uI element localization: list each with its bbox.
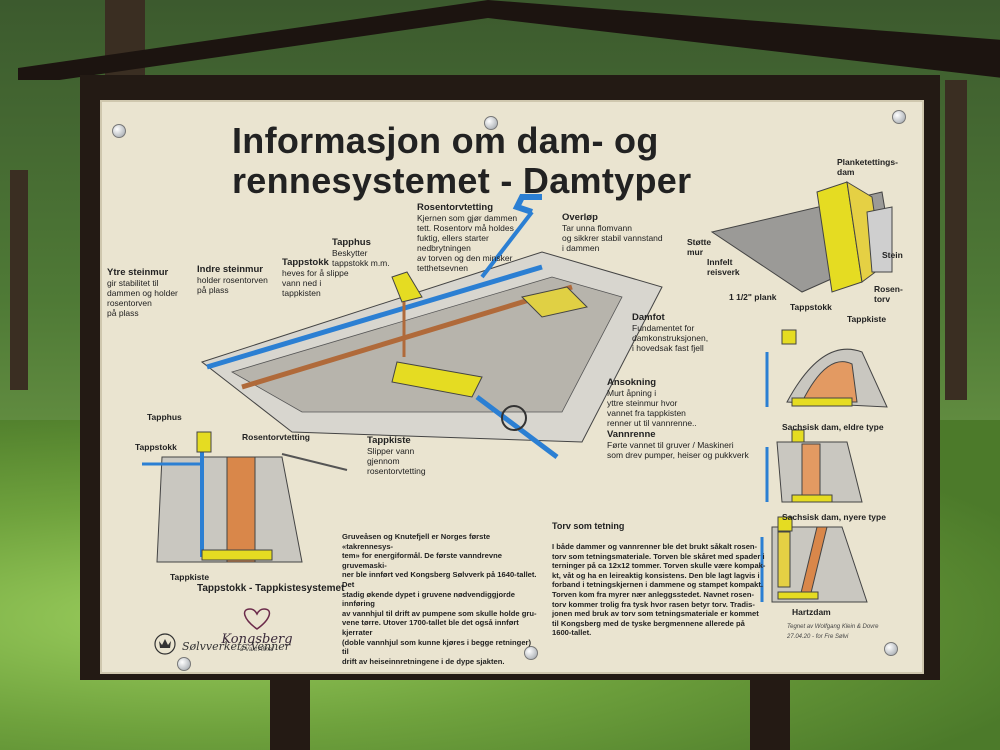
- kongsberg-logo-text: Kongsberg: [221, 632, 293, 647]
- label-sachsisk-nyere: Sachsisk dam, nyere type: [782, 512, 886, 522]
- heart-icon: [243, 608, 271, 630]
- kongsberg-logo: Kongsberg - 2 Vakt Afinaf -: [202, 607, 312, 653]
- label-hartzdam: Hartzdam: [792, 607, 831, 617]
- sign-post-right: [750, 670, 790, 750]
- crown-seal-icon: [154, 633, 176, 655]
- screw-icon: [112, 124, 126, 138]
- info-panel: Informasjon om dam- og rennesystemet - D…: [100, 100, 924, 674]
- caption-tappstokk-system: Tappstokk - Tappkistesystemet: [197, 583, 345, 594]
- label-left-rosentorvtetting: Rosentorvtetting: [242, 432, 310, 442]
- label-stein: Stein: [882, 250, 903, 260]
- screw-icon: [524, 646, 538, 660]
- label-planketettingsdam: Planketettings- dam: [837, 157, 898, 177]
- label-sachsisk-eldre: Sachsisk dam, eldre type: [782, 422, 884, 432]
- kongsberg-logo-subtext: - 2 Vakt Afinaf -: [236, 647, 278, 653]
- paragraph-torv: I både dammer og vannrenner ble det bruk…: [552, 542, 766, 638]
- label-left-tappstokk: Tappstokk: [135, 442, 177, 452]
- label-rosentorv: Rosen- torv: [874, 284, 903, 304]
- signature: Tegnet av Wolfgang Klein & Dovre 27.04.2…: [787, 624, 879, 640]
- sign-roof: [18, 0, 1000, 80]
- heading-torv: Torv som tetning: [552, 521, 625, 531]
- label-plank: 1 1/2" plank: [729, 292, 777, 302]
- label-planke-tappstokk: Tappstokk: [790, 302, 832, 312]
- label-stotte-mur: Støtte mur: [687, 237, 712, 257]
- label-innfelt-reisverk: Innfelt reisverk: [707, 257, 740, 277]
- label-left-tapphus: Tapphus: [147, 412, 182, 422]
- label-left-tappkiste: Tappkiste: [170, 572, 210, 582]
- screw-icon: [484, 116, 498, 130]
- page-title-line1: Informasjon om dam- og: [232, 120, 659, 161]
- label-planke-tappkiste: Tappkiste: [847, 314, 887, 324]
- paragraph-history: Gruveåsen og Knutefjell er Norges første…: [342, 532, 537, 666]
- sign-post-left: [270, 670, 310, 750]
- screw-icon: [884, 642, 898, 656]
- page-title-line2: rennesystemet - Damtyper: [232, 160, 692, 201]
- screw-icon: [892, 110, 906, 124]
- tree-trunk: [10, 170, 28, 390]
- tree-trunk: [945, 80, 967, 400]
- diagram-artwork: [142, 181, 893, 603]
- screw-icon: [177, 657, 191, 671]
- selvverkets-venner-text: Sølvverkets Venner: [182, 640, 290, 653]
